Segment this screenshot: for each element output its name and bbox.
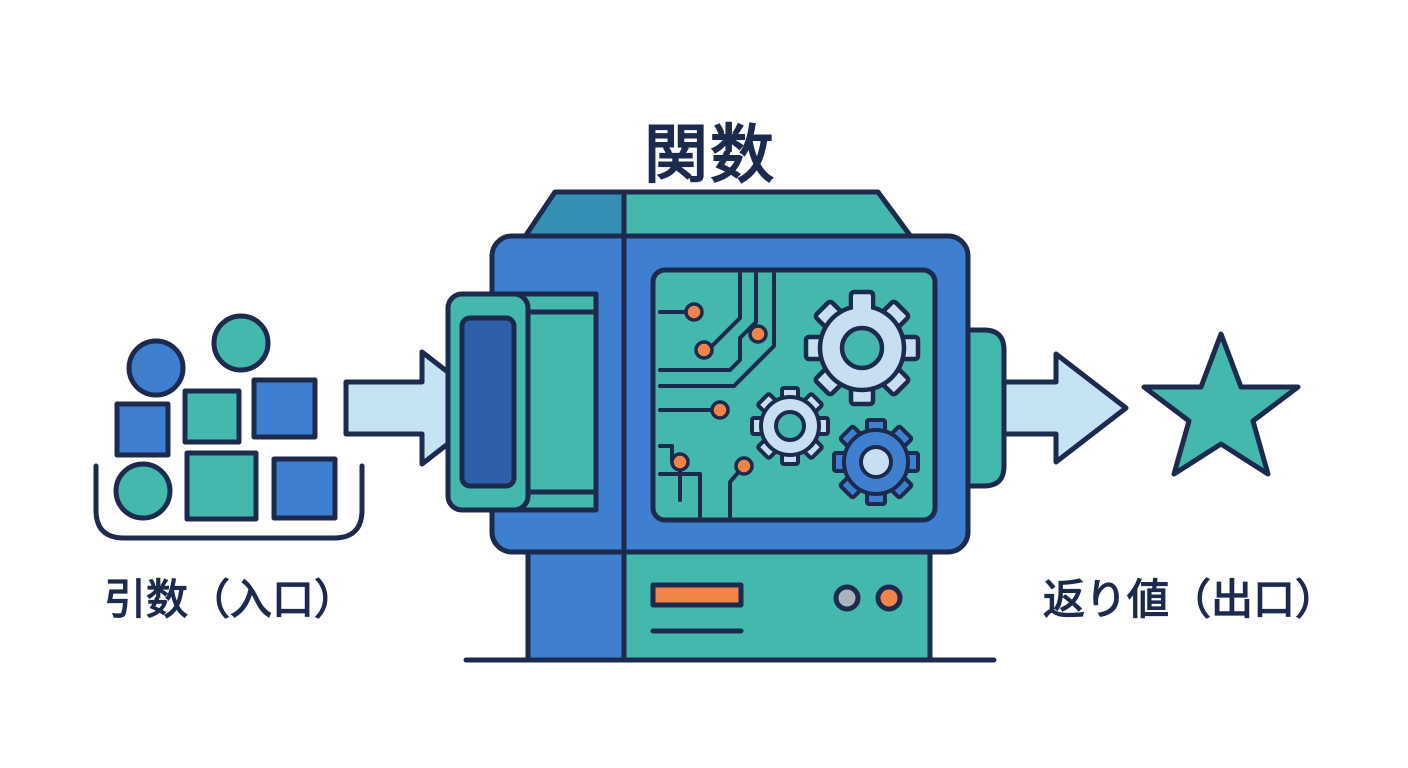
input-circle-2: [211, 313, 271, 373]
output-star-icon: [1141, 331, 1301, 477]
machine-base-left: [525, 545, 627, 663]
machine-top-right: [621, 189, 915, 241]
function-machine-icon: [445, 189, 1007, 663]
base-button-orange: [875, 584, 903, 612]
input-circle-1: [126, 338, 186, 398]
diagram-title: 関数: [644, 119, 776, 193]
blue-gear-icon: [832, 418, 920, 506]
tray-icon: [93, 463, 365, 541]
input-square-4: [184, 450, 259, 522]
input-circle-3: [113, 461, 173, 521]
output-label: 返り値（出口）: [1042, 575, 1337, 624]
base-display: [650, 582, 744, 608]
small-gear-icon: [750, 386, 830, 466]
input-square-5: [271, 456, 338, 521]
output-arrow-icon: [1001, 351, 1129, 465]
intake-slot: [459, 315, 517, 489]
machine-top-left: [521, 189, 627, 241]
input-square-1: [114, 401, 171, 458]
large-gear-icon: [803, 289, 921, 407]
input-label: 引数（入口）: [103, 575, 356, 624]
input-square-3: [251, 377, 318, 440]
input-square-2: [182, 388, 242, 445]
input-items-icon: [93, 313, 365, 541]
base-button-gray: [833, 584, 861, 612]
circuit-traces-icon: [658, 272, 776, 518]
circuit-nodes: [670, 302, 768, 476]
